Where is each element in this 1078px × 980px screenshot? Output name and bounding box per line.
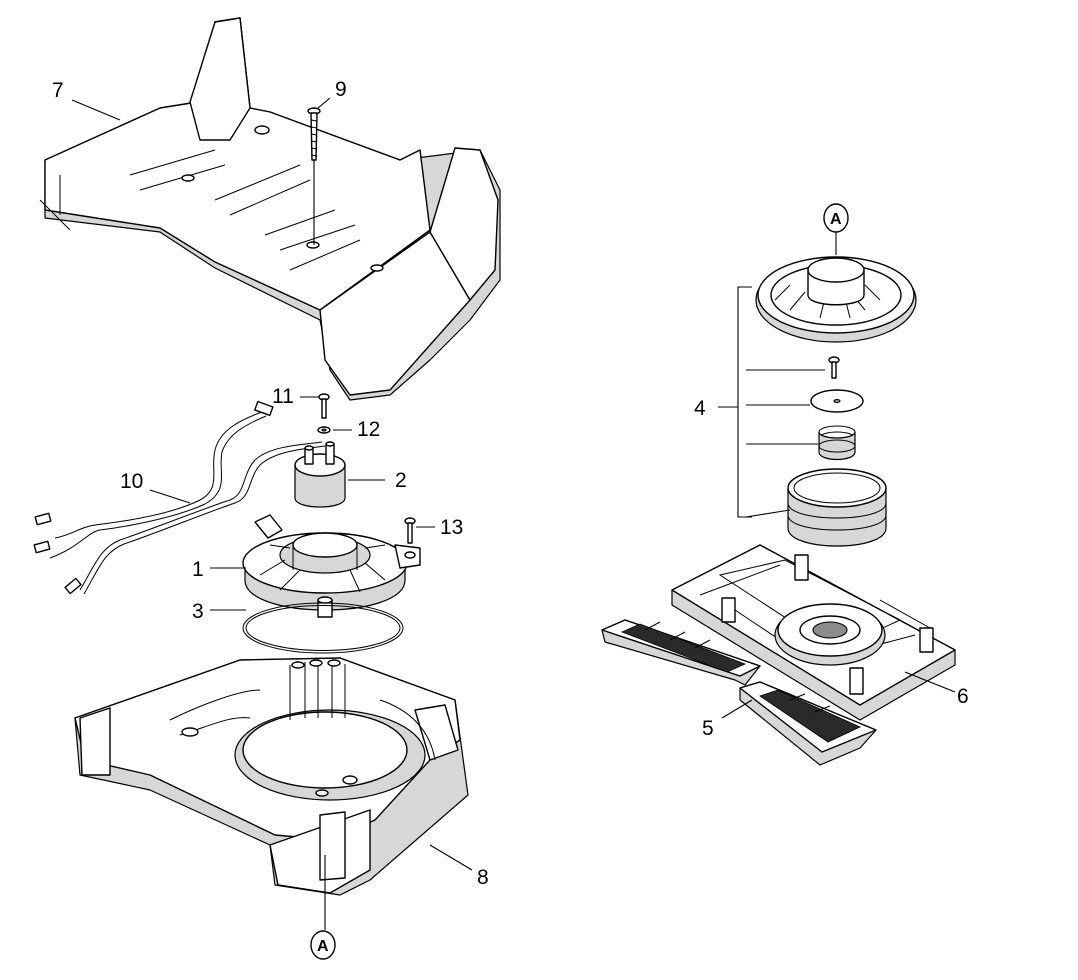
part-6-grate-frame <box>671 544 956 721</box>
part-13-screw <box>404 517 435 544</box>
callout-11: 11 <box>272 385 294 408</box>
callout-5: 5 <box>702 717 714 740</box>
callout-1: 1 <box>192 558 204 581</box>
part-3-gasket <box>210 602 404 654</box>
leader-9 <box>317 97 331 109</box>
callout-9: 9 <box>335 78 347 101</box>
part-7-top-cover <box>39 17 501 401</box>
part-11-screw <box>300 393 330 419</box>
reference-mark-a-right <box>823 203 849 255</box>
part-9-screw <box>307 107 321 245</box>
part-2-motor-unit <box>294 441 385 508</box>
leader-7 <box>71 99 121 121</box>
part-12-washer <box>317 426 352 434</box>
callout-8: 8 <box>477 866 489 889</box>
part-1-housing <box>210 514 421 618</box>
callout-7: 7 <box>52 79 64 102</box>
reference-mark-a-bottom <box>310 930 336 960</box>
callout-4: 4 <box>694 397 706 420</box>
callout-3: 3 <box>192 600 204 623</box>
reference-mark-a-right-label: A <box>830 211 842 228</box>
callout-2: 2 <box>395 469 407 492</box>
part-8-base-housing <box>74 657 473 930</box>
callout-6: 6 <box>957 685 969 708</box>
callout-12: 12 <box>357 418 380 441</box>
callout-13: 13 <box>440 516 463 539</box>
part-5-grilles <box>601 619 877 766</box>
reference-mark-a-bottom-label: A <box>317 938 329 955</box>
callout-10: 10 <box>120 470 143 493</box>
part-4-dome-assembly <box>718 256 917 547</box>
part-10-wiring-harness <box>33 400 326 595</box>
